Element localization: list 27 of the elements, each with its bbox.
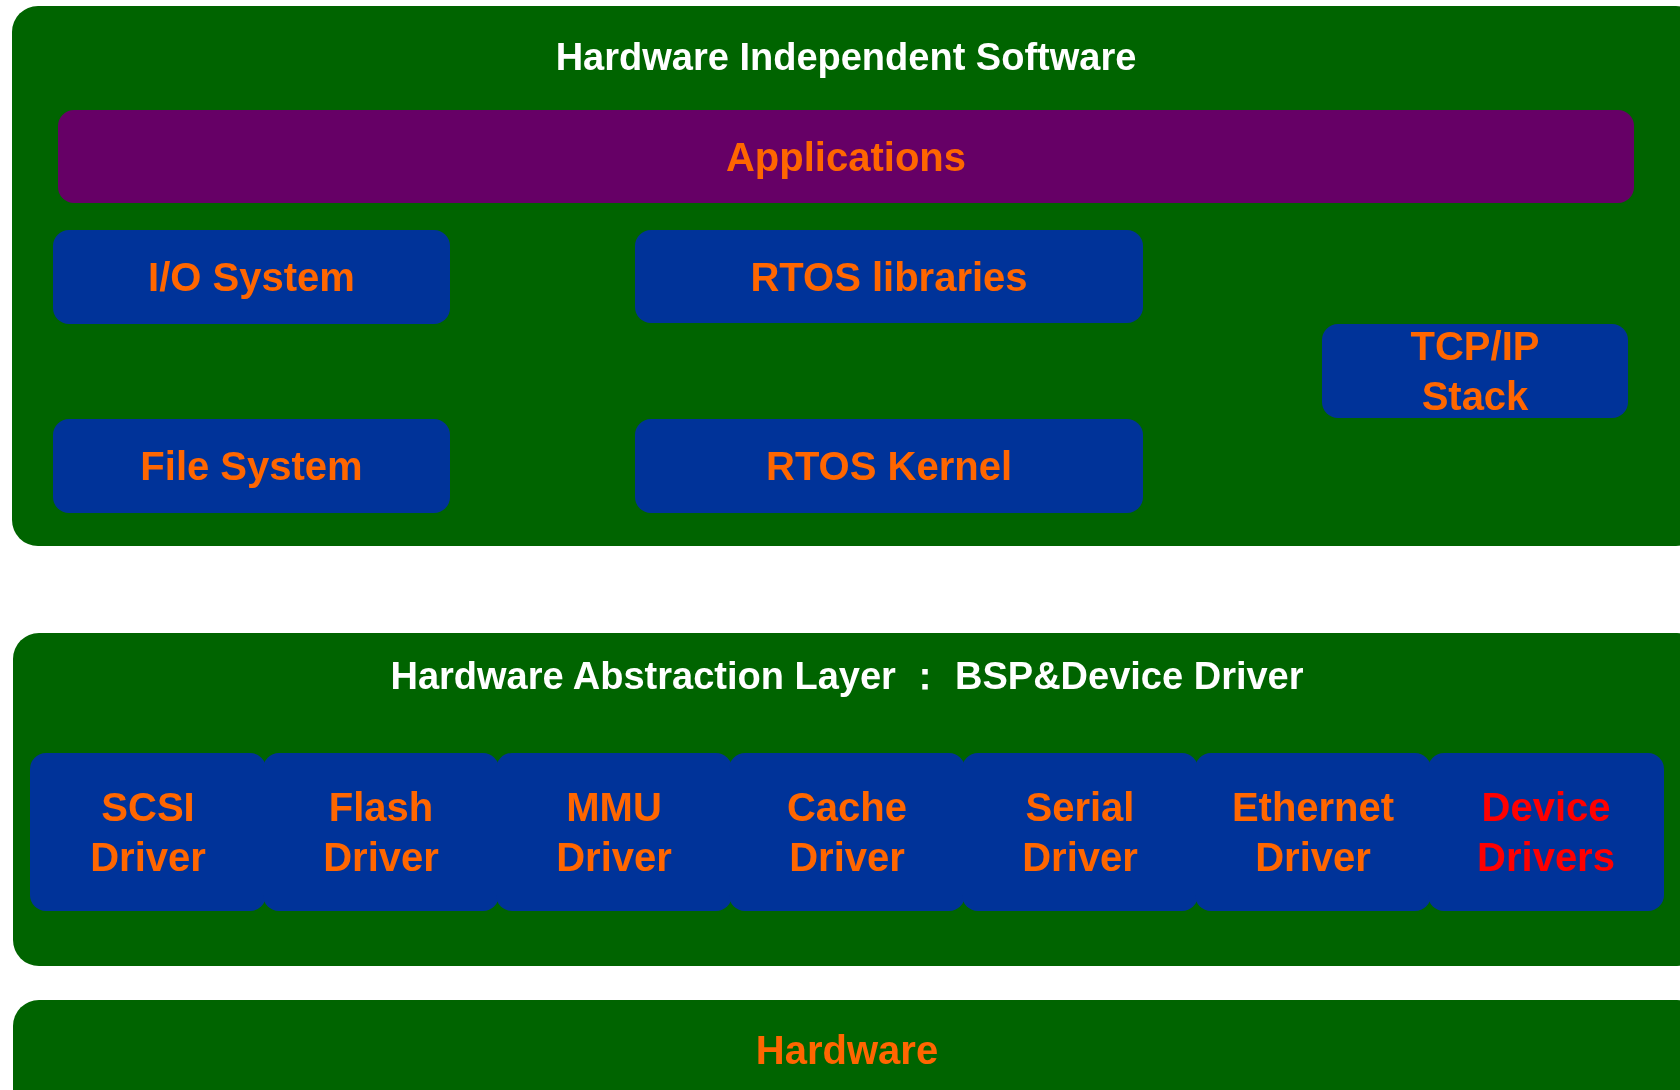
block-label: Flash Driver bbox=[322, 784, 440, 881]
block-label: I/O System bbox=[148, 254, 355, 301]
block-label: Ethernet Driver bbox=[1230, 784, 1396, 881]
block-label: RTOS libraries bbox=[750, 253, 1028, 301]
layer-title: Hardware Abstraction Layer ： BSP&Device Driver bbox=[390, 654, 1304, 699]
block-label: Device Drivers bbox=[1476, 784, 1616, 881]
module-block bbox=[1428, 753, 1664, 911]
block-label: Hardware bbox=[755, 1027, 939, 1074]
block-label: Applications bbox=[726, 133, 966, 181]
module-block bbox=[30, 753, 266, 911]
module-block bbox=[58, 110, 1634, 203]
block-label: MMU Driver bbox=[555, 784, 673, 881]
layer-panel bbox=[12, 6, 1680, 546]
block-label: TCP/IP Stack bbox=[1409, 323, 1541, 420]
module-block bbox=[635, 419, 1143, 513]
block-label: Cache Driver bbox=[785, 784, 909, 881]
block-label: File System bbox=[140, 443, 363, 490]
layer-title: Hardware Independent Software bbox=[555, 35, 1137, 80]
block-label: RTOS Kernel bbox=[766, 443, 1012, 490]
module-block bbox=[635, 230, 1143, 323]
module-block bbox=[53, 230, 450, 324]
module-block bbox=[53, 419, 450, 513]
layer-panel bbox=[13, 633, 1680, 966]
layer-bar bbox=[13, 1000, 1680, 1090]
module-block bbox=[1322, 324, 1628, 418]
block-label: SCSI Driver bbox=[89, 784, 207, 881]
block-label: Serial Driver bbox=[1021, 784, 1139, 881]
